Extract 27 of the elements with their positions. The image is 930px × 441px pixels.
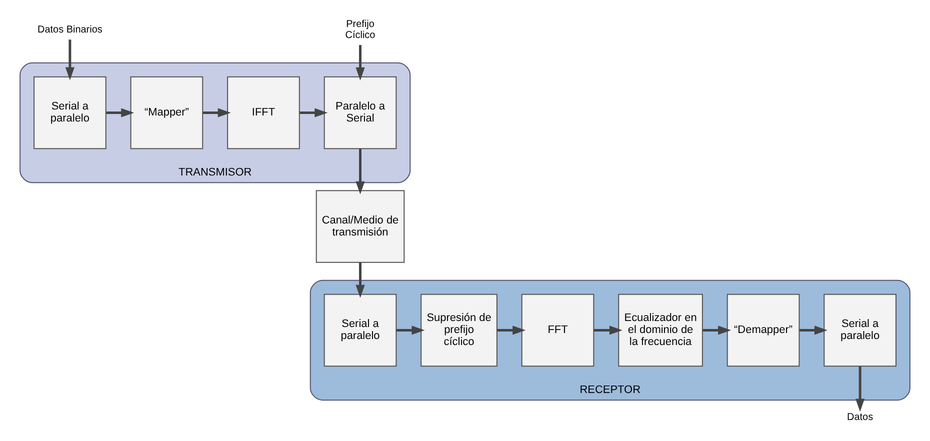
node-text: Datos Binarios <box>38 24 102 35</box>
arrow <box>65 39 74 80</box>
node-box: IFFT <box>227 76 300 149</box>
node-box: Canal/Medio de transmisión <box>316 190 405 262</box>
node-box: Serial a paralelo <box>824 293 896 366</box>
arrow <box>396 325 425 334</box>
arrow <box>594 325 622 334</box>
node-box: “Demapper” <box>726 293 800 366</box>
arrow <box>856 366 865 412</box>
node-box: FFT <box>521 293 594 366</box>
node-box: “Mapper” <box>130 76 204 149</box>
arrow <box>356 148 365 194</box>
arrow <box>702 325 732 334</box>
node-box: Supresión de prefijo cíclico <box>420 293 498 366</box>
arrow <box>203 108 231 117</box>
arrow <box>800 325 828 334</box>
node-text: Datos <box>847 412 874 423</box>
arrow <box>300 108 328 117</box>
arrow <box>497 325 526 334</box>
node-box: Serial a paralelo <box>324 293 397 366</box>
node-box: Paralelo a Serial <box>324 76 397 149</box>
arrow <box>106 108 134 117</box>
arrow <box>356 262 365 298</box>
node-text: Prefijo Cíclico <box>345 18 376 40</box>
arrow <box>356 44 365 80</box>
node-box: Serial a paralelo <box>34 76 106 149</box>
node-box: Ecualizador en el dominio de la frecuencia <box>618 293 703 366</box>
